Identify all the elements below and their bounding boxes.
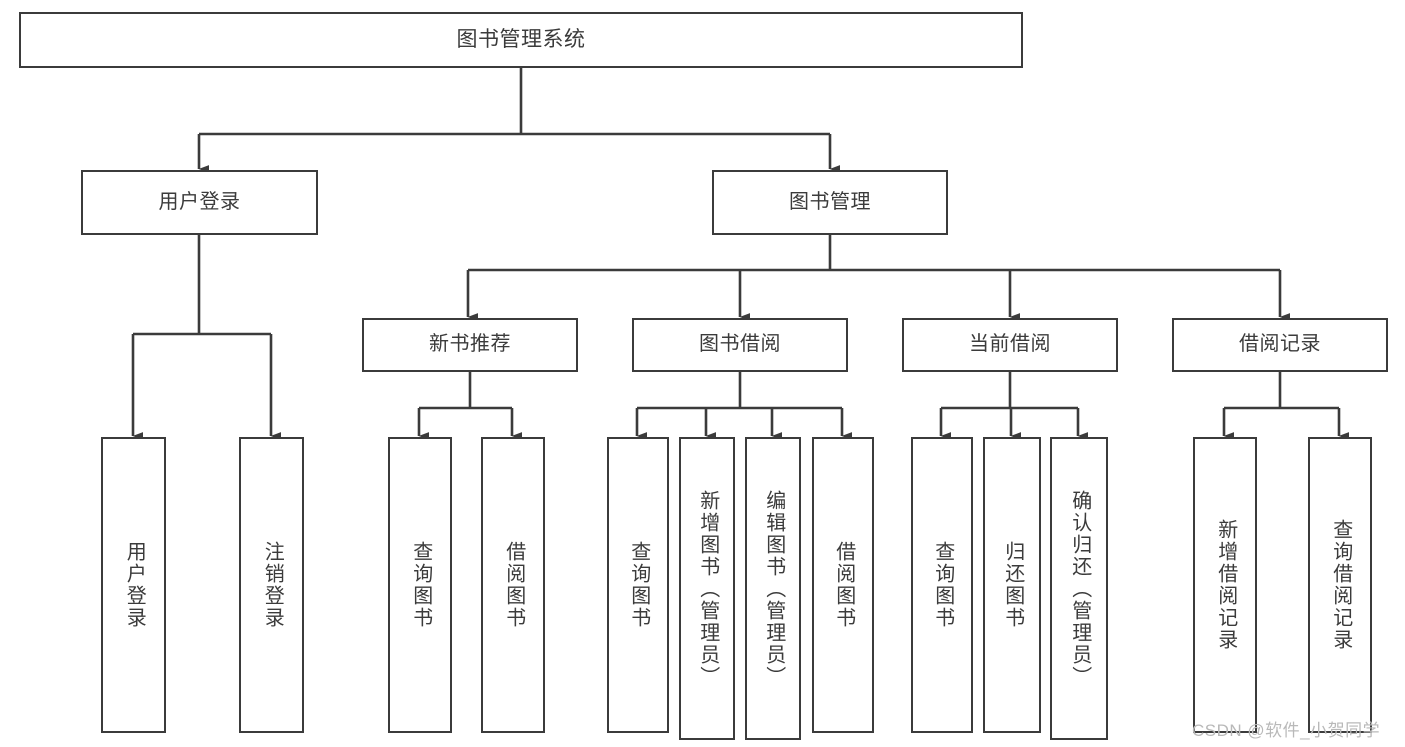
node-leaf-logout-label: 注销登录 — [261, 541, 284, 629]
node-current-borrow-label: 当前借阅 — [969, 333, 1051, 356]
node-new-book-recommend-label: 新书推荐 — [429, 333, 511, 356]
node-leaf-edit-book-label: 编辑图书（管理员） — [762, 489, 785, 688]
node-current-borrow: 当前借阅 — [902, 318, 1118, 372]
node-leaf-query-record: 查询借阅记录 — [1308, 437, 1372, 733]
node-leaf-user-login-label: 用户登录 — [123, 541, 146, 629]
node-user-login: 用户登录 — [81, 170, 318, 235]
node-leaf-confirm-return-label: 确认归还（管理员） — [1068, 489, 1091, 688]
node-leaf-add-record-label: 新增借阅记录 — [1214, 519, 1237, 651]
node-leaf-query-book-2-label: 查询图书 — [627, 541, 650, 629]
node-leaf-confirm-return: 确认归还（管理员） — [1050, 437, 1108, 740]
node-leaf-borrow-book-1-label: 借阅图书 — [502, 541, 525, 629]
node-leaf-query-book-3: 查询图书 — [911, 437, 973, 733]
node-user-login-label: 用户登录 — [158, 190, 241, 213]
node-leaf-query-book-1-label: 查询图书 — [409, 541, 432, 629]
node-leaf-logout: 注销登录 — [239, 437, 304, 733]
node-leaf-query-book-2: 查询图书 — [607, 437, 669, 733]
node-leaf-add-book-label: 新增图书（管理员） — [696, 489, 719, 688]
node-leaf-return-book: 归还图书 — [983, 437, 1041, 733]
node-leaf-query-book-3-label: 查询图书 — [931, 541, 954, 629]
node-root-label: 图书管理系统 — [456, 27, 586, 51]
node-leaf-query-book-1: 查询图书 — [388, 437, 452, 733]
node-book-manage-label: 图书管理 — [789, 190, 871, 213]
node-leaf-add-book: 新增图书（管理员） — [679, 437, 735, 740]
node-book-borrow-label: 图书借阅 — [699, 333, 781, 356]
node-leaf-borrow-book-1: 借阅图书 — [481, 437, 545, 733]
node-root: 图书管理系统 — [19, 12, 1023, 68]
node-leaf-return-book-label: 归还图书 — [1001, 541, 1024, 629]
node-new-book-recommend: 新书推荐 — [362, 318, 578, 372]
node-leaf-add-record: 新增借阅记录 — [1193, 437, 1257, 733]
node-leaf-edit-book: 编辑图书（管理员） — [745, 437, 801, 740]
node-borrow-record: 借阅记录 — [1172, 318, 1388, 372]
node-leaf-borrow-book-2-label: 借阅图书 — [832, 541, 855, 629]
node-leaf-borrow-book-2: 借阅图书 — [812, 437, 874, 733]
node-leaf-query-record-label: 查询借阅记录 — [1329, 519, 1352, 651]
node-borrow-record-label: 借阅记录 — [1239, 333, 1321, 356]
node-leaf-user-login: 用户登录 — [101, 437, 166, 733]
node-book-borrow: 图书借阅 — [632, 318, 848, 372]
watermark: CSDN @软件_小贺同学 — [1192, 721, 1381, 740]
node-book-manage: 图书管理 — [712, 170, 948, 235]
connector-lines — [131, 68, 1350, 440]
